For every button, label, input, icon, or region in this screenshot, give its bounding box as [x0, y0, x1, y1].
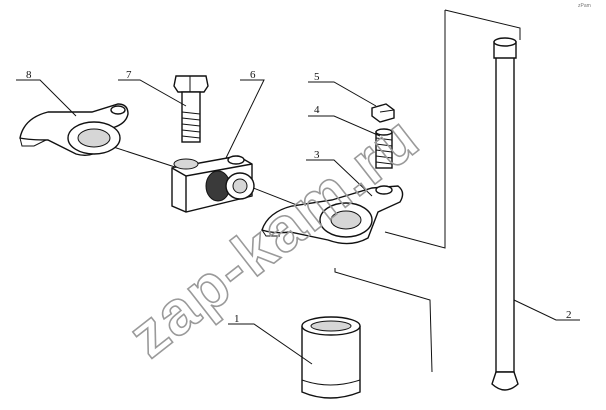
callout-2: 2	[566, 309, 572, 321]
rocker-arm-right	[261, 185, 404, 245]
rocker-arm-left	[19, 103, 129, 157]
callout-4: 4	[314, 104, 320, 116]
callout-5: 5	[314, 71, 320, 83]
adjusting-screw	[375, 128, 393, 169]
callout-leaders	[16, 79, 580, 365]
callout-3: 3	[314, 149, 320, 161]
callout-labels: 8 7 6 5 4 3 1 2	[26, 69, 572, 325]
corner-mark: zPam	[578, 3, 591, 9]
tappet	[301, 316, 361, 399]
rocker-shaft-support	[171, 155, 255, 213]
callout-7: 7	[126, 69, 132, 81]
push-rod	[491, 37, 519, 391]
nut	[371, 103, 395, 123]
callout-8: 8	[26, 69, 32, 81]
bolt	[173, 75, 209, 143]
watermark: zap-kam.ru	[116, 103, 432, 371]
callout-6: 6	[250, 69, 256, 81]
callout-1: 1	[234, 313, 240, 325]
